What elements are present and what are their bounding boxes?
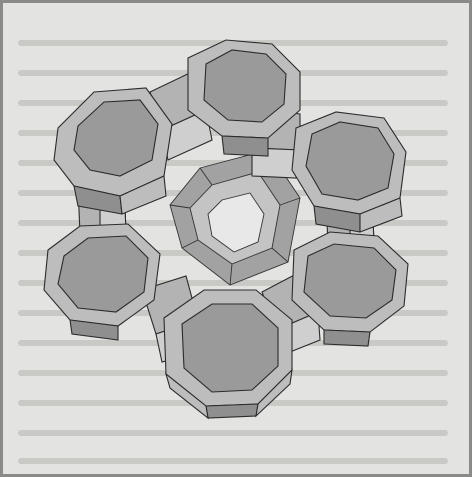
cage-bottom: [164, 290, 292, 418]
